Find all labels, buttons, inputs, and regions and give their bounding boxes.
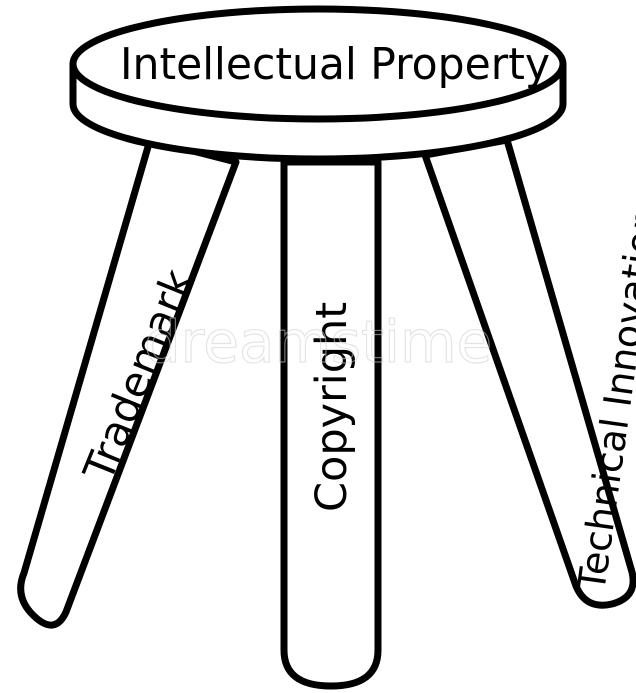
leg-copyright: Copyright: [284, 162, 378, 686]
watermark-text: dreamstime: [144, 308, 492, 376]
stool-seat: Intellectual Property: [73, 9, 563, 159]
seat-label: Intellectual Property: [120, 39, 550, 90]
leg-trademark: Trademark: [21, 140, 236, 625]
